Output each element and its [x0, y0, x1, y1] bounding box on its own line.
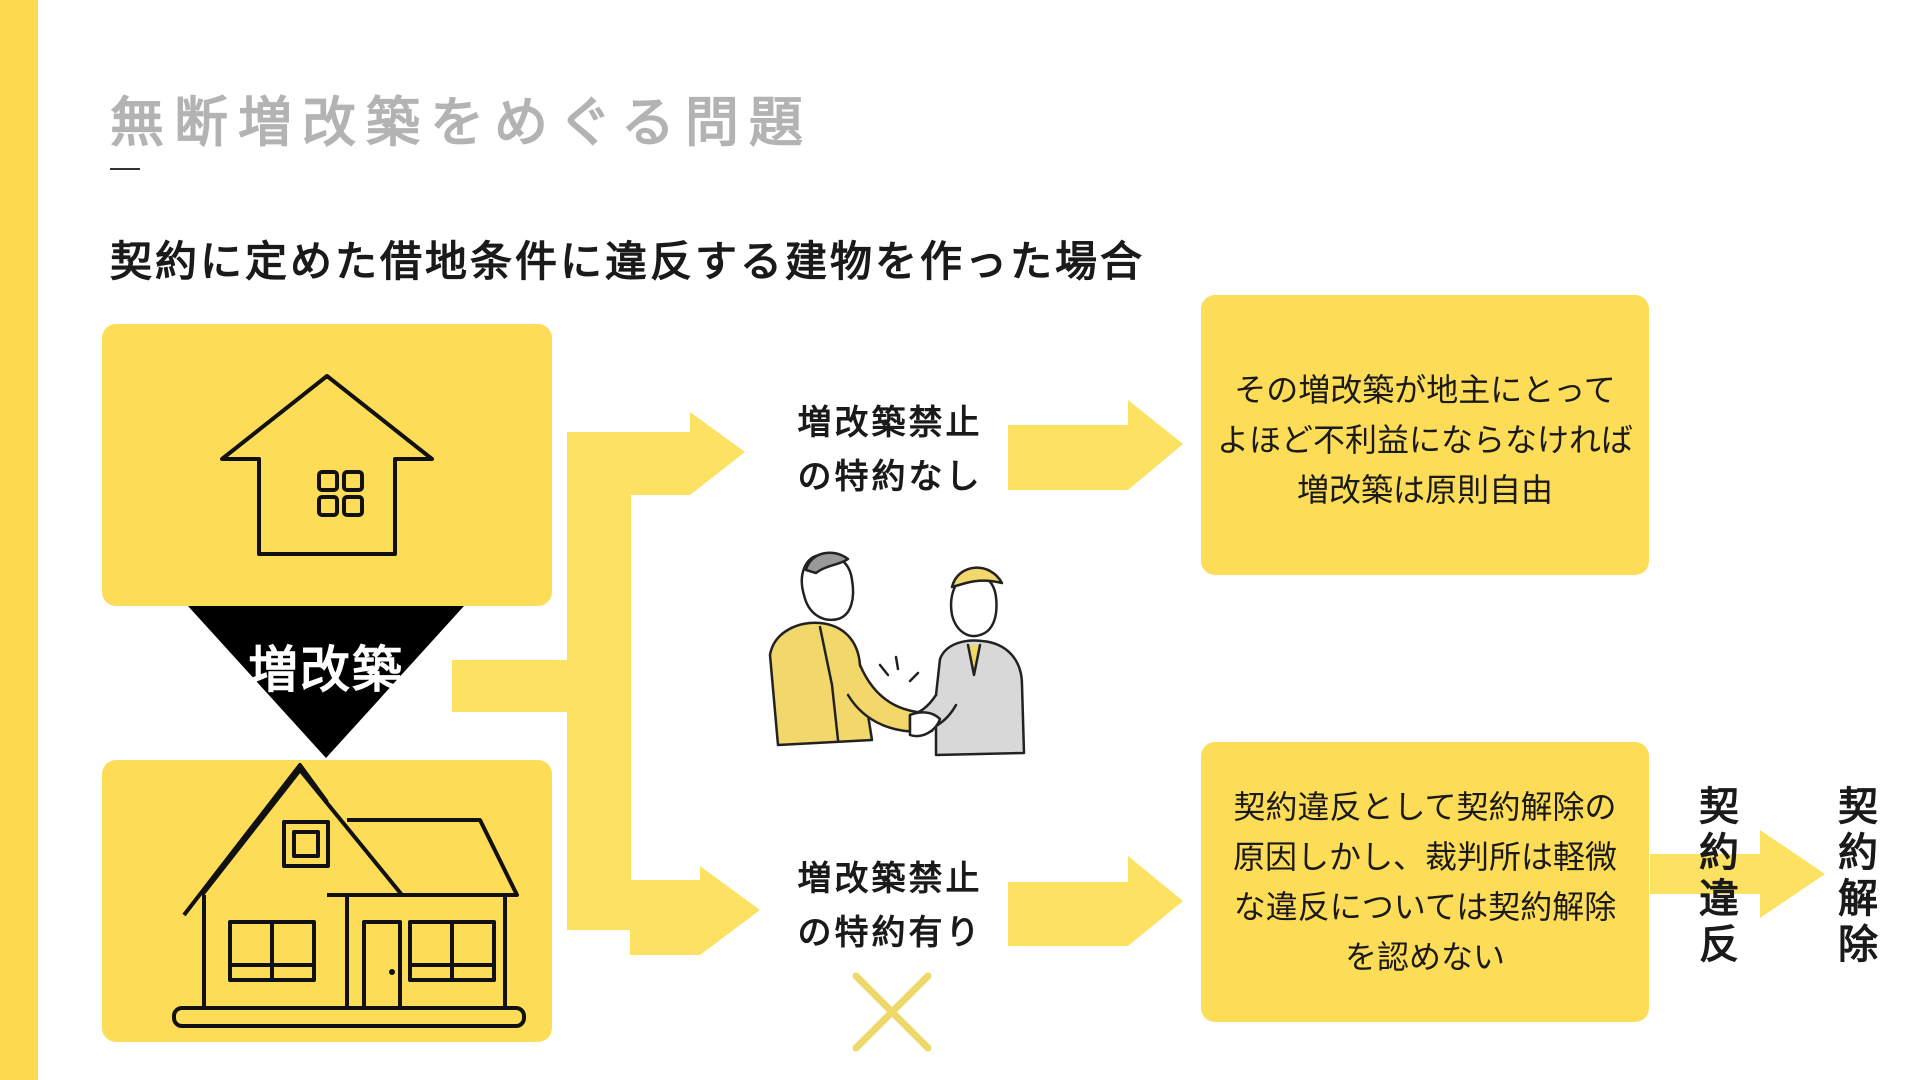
condition-with-clause: 増改築禁止 の特約有り: [770, 852, 1010, 960]
final-arrow-bar: [1650, 854, 1760, 894]
upper-arrow-out: [630, 412, 745, 495]
result-line: 増改築は原則自由: [1296, 471, 1553, 509]
condition-no-clause: 増改築禁止 の特約なし: [770, 396, 1010, 504]
label-contract-violation: 契 約 違 反: [1694, 784, 1744, 968]
renovation-triangle: [188, 606, 464, 758]
result-box-violation: 契約違反として契約解除の 原因しかし、裁判所は軽微 な違反については契約解除 を…: [1201, 742, 1649, 1022]
label-char: 反: [1699, 922, 1739, 968]
result-text: その増改築が地主にとって よほど不利益にならなければ 増改築は原則自由: [1201, 295, 1649, 515]
result-line: よほど不利益にならなければ: [1216, 421, 1633, 459]
house-icon: [220, 374, 434, 556]
renovation-label: 増改築: [248, 641, 404, 699]
renovated-house-box: [102, 760, 552, 1042]
label-contract-termination: 契 約 解 除: [1833, 784, 1883, 968]
label-char: 契: [1838, 784, 1878, 830]
label-char: 除: [1838, 922, 1878, 968]
label-char: 違: [1699, 876, 1739, 922]
lower-arrow-out: [630, 866, 760, 955]
result-box-free: その増改築が地主にとって よほど不利益にならなければ 増改築は原則自由: [1201, 295, 1649, 575]
lower-arrow-to-result: [1008, 856, 1183, 946]
result-line: な違反については契約解除: [1233, 888, 1617, 926]
page-title: 無断増改築をめぐる問題: [110, 91, 813, 154]
result-line: 契約違反として契約解除の: [1233, 788, 1617, 826]
accent-sidebar: [0, 0, 38, 1080]
final-arrow-head: [1760, 830, 1825, 918]
label-char: 約: [1699, 830, 1739, 876]
label-char: 約: [1838, 830, 1878, 876]
upper-arrow-to-result: [1008, 400, 1183, 490]
two-story-house-icon: [172, 763, 526, 1028]
result-text: 契約違反として契約解除の 原因しかし、裁判所は軽微 な違反については契約解除 を…: [1201, 742, 1649, 982]
label-char: 解: [1838, 876, 1878, 922]
title-divider: [110, 168, 140, 170]
result-line: 原因しかし、裁判所は軽微: [1232, 838, 1617, 876]
condition-line: の特約なし: [797, 457, 983, 497]
handshake-illustration: [768, 551, 1026, 757]
split-connector: [567, 432, 631, 930]
original-house-box: [102, 324, 552, 606]
condition-line: 増改築禁止: [797, 403, 983, 443]
page-subtitle: 契約に定めた借地条件に違反する建物を作った場合: [110, 237, 1146, 286]
condition-line: の特約有り: [797, 913, 983, 953]
result-line: を認めない: [1344, 938, 1505, 976]
condition-line: 増改築禁止: [797, 859, 983, 899]
label-char: 契: [1699, 784, 1739, 830]
result-line: その増改築が地主にとって: [1234, 371, 1616, 409]
trunk-connector: [452, 660, 567, 712]
cross-mark-icon: [852, 972, 932, 1052]
